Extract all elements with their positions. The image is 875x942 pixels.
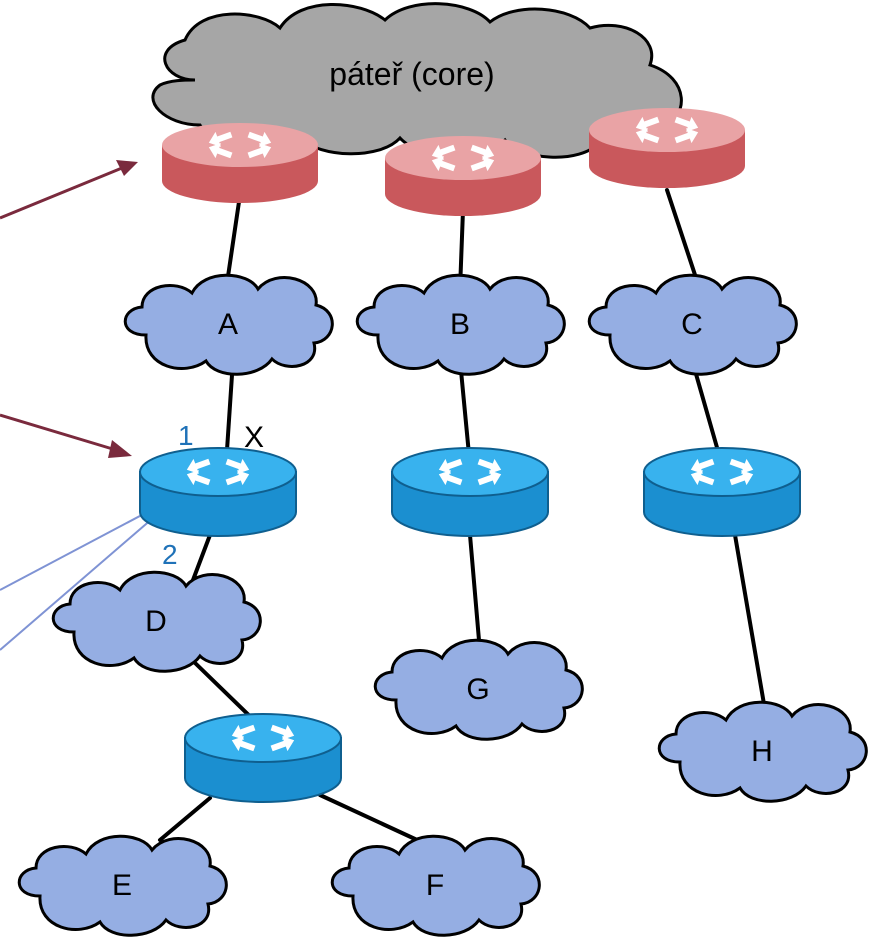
network-label-A: A bbox=[218, 308, 238, 341]
network-label-B: B bbox=[450, 308, 470, 341]
link-core-router-3-to-C bbox=[665, 188, 702, 292]
network-cloud-E: E bbox=[17, 834, 228, 937]
port-label-1: 1 bbox=[178, 420, 194, 451]
network-cloud-C: C bbox=[587, 273, 798, 376]
link-router-1-to-D bbox=[191, 533, 212, 582]
network-label-H: H bbox=[751, 735, 773, 768]
network-label-E: E bbox=[112, 869, 132, 902]
core-cloud: páteř (core) bbox=[151, 2, 683, 159]
edge-router-1 bbox=[139, 447, 297, 537]
edge-router-3 bbox=[643, 447, 801, 537]
link-router-2-to-G bbox=[468, 533, 482, 654]
pointer-arrowhead-core bbox=[116, 160, 138, 176]
core-router-3 bbox=[589, 108, 745, 188]
network-cloud-H: H bbox=[657, 700, 868, 803]
link-router-4-to-F bbox=[318, 793, 430, 847]
pointer-line-upper bbox=[0, 507, 156, 591]
port-label-2: 2 bbox=[162, 539, 178, 570]
pointer-arrows bbox=[0, 160, 161, 651]
pointer-line-lower bbox=[0, 511, 161, 651]
network-label-F: F bbox=[426, 869, 444, 902]
pointer-arrow-to-router-1 bbox=[0, 413, 117, 452]
edge-router-4 bbox=[184, 713, 342, 803]
network-cloud-A: A bbox=[123, 273, 334, 376]
network-cloud-B: B bbox=[355, 273, 566, 376]
link-router-3-to-H bbox=[733, 533, 767, 712]
network-cloud-G: G bbox=[373, 638, 584, 741]
core-cloud-label: páteř (core) bbox=[329, 56, 494, 92]
core-router-2 bbox=[385, 136, 541, 216]
edge-router-2 bbox=[391, 447, 549, 537]
network-label-G: G bbox=[466, 673, 489, 706]
network-label-D: D bbox=[145, 605, 167, 638]
network-cloud-F: F bbox=[330, 834, 541, 937]
link-router-4-to-E bbox=[158, 796, 212, 842]
pointer-arrowhead-router-1 bbox=[108, 440, 132, 458]
network-label-C: C bbox=[681, 308, 703, 341]
pointer-arrow-to-core-router bbox=[0, 166, 123, 220]
link-break-marker: X bbox=[244, 421, 264, 454]
network-cloud-D: D bbox=[51, 570, 262, 673]
core-router-1 bbox=[162, 123, 318, 203]
